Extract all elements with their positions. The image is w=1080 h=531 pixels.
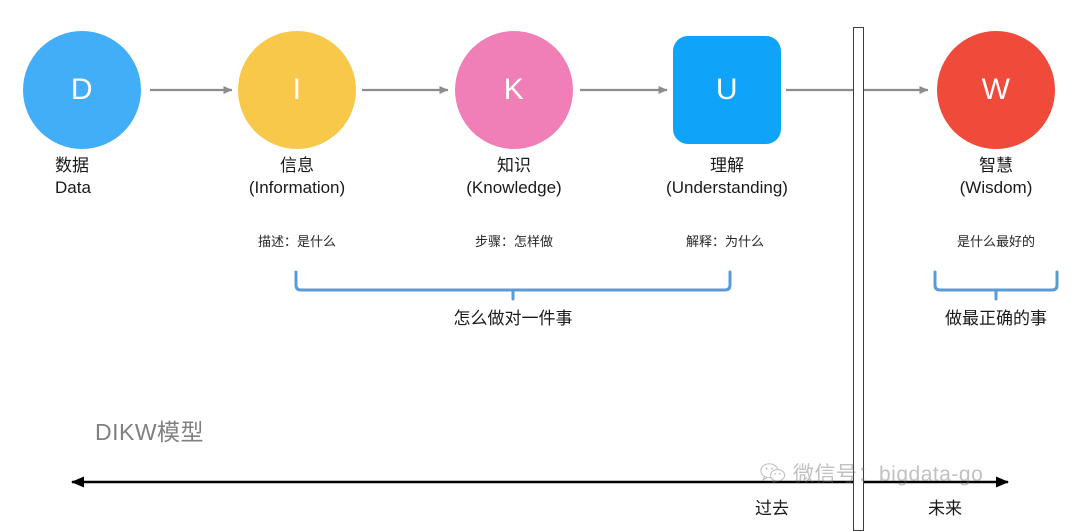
node-data[interactable]: D bbox=[23, 31, 141, 149]
node-label-data: 数据 Data bbox=[55, 155, 91, 200]
brace-label-left: 怎么做对一件事 bbox=[453, 309, 573, 328]
node-label-data-en: Data bbox=[55, 178, 91, 198]
node-label-information-cn: 信息 bbox=[280, 156, 314, 175]
node-label-understanding-en: (Understanding) bbox=[666, 178, 788, 198]
node-label-understanding: 理解 (Understanding) bbox=[617, 155, 837, 200]
node-letter-d: D bbox=[70, 73, 94, 106]
caption-information: 描述：是什么 bbox=[257, 234, 336, 249]
node-understanding[interactable]: U bbox=[673, 36, 781, 144]
caption-understanding: 解释：为什么 bbox=[685, 234, 764, 249]
brace-right bbox=[933, 270, 1059, 292]
node-letter-i: I bbox=[292, 73, 302, 106]
node-label-knowledge-en: (Knowledge) bbox=[466, 178, 562, 198]
caption-wisdom: 是什么最好的 bbox=[956, 234, 1035, 249]
node-label-knowledge: 知识 (Knowledge) bbox=[414, 155, 614, 200]
node-wisdom[interactable]: W bbox=[937, 31, 1055, 149]
node-label-data-cn: 数据 bbox=[55, 156, 89, 175]
node-label-information-en: (Information) bbox=[248, 178, 346, 198]
node-letter-k: K bbox=[503, 73, 525, 106]
wechat-icon bbox=[760, 462, 786, 484]
node-information[interactable]: I bbox=[238, 31, 356, 149]
brace-left bbox=[294, 270, 732, 292]
present-divider-bar bbox=[853, 27, 864, 531]
node-label-wisdom-cn: 智慧 bbox=[979, 156, 1013, 175]
node-label-understanding-cn: 理解 bbox=[710, 156, 744, 175]
node-label-knowledge-cn: 知识 bbox=[497, 156, 531, 175]
page-title: DIKW模型 bbox=[95, 419, 205, 445]
brace-label-right: 做最正确的事 bbox=[945, 309, 1047, 328]
node-letter-u: U bbox=[715, 73, 739, 106]
watermark-text: 微信号：bigdata-go bbox=[793, 463, 984, 486]
caption-knowledge: 步骤：怎样做 bbox=[474, 234, 553, 249]
node-label-information: 信息 (Information) bbox=[197, 155, 397, 200]
node-letter-w: W bbox=[981, 73, 1011, 106]
timeline-label-future: 未来 bbox=[928, 499, 962, 518]
node-knowledge[interactable]: K bbox=[455, 31, 573, 149]
node-label-wisdom: 智慧 (Wisdom) bbox=[896, 155, 1080, 200]
watermark: 微信号：bigdata-go bbox=[760, 458, 983, 488]
node-label-wisdom-en: (Wisdom) bbox=[959, 178, 1033, 198]
timeline-label-past: 过去 bbox=[755, 499, 789, 518]
